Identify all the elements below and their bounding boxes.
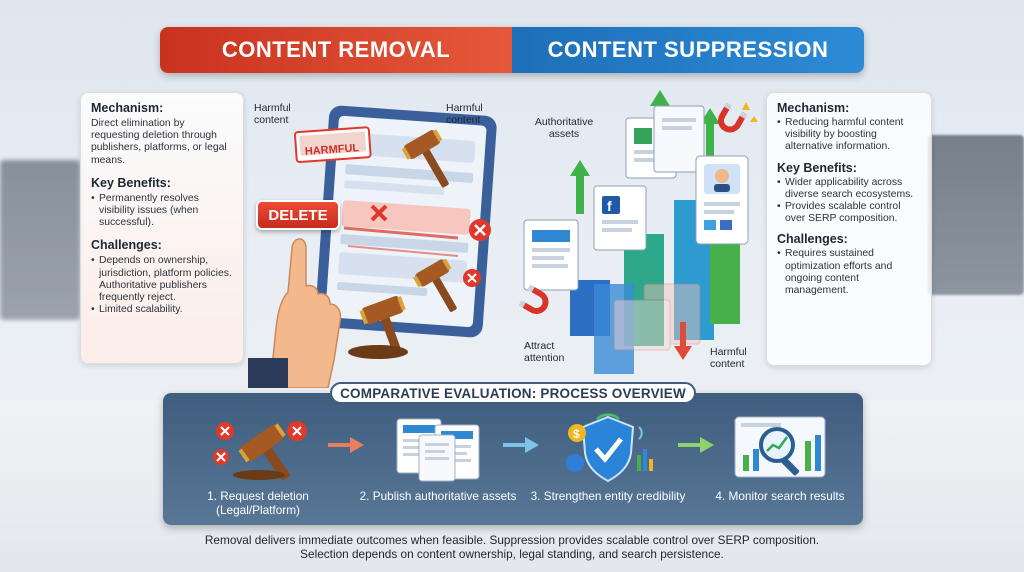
magnet-icon [718, 102, 748, 133]
suppression-benefits-heading: Key Benefits: [777, 160, 857, 175]
svg-text:$: $ [573, 427, 580, 441]
removal-label-harmful-2: Harmful content [446, 102, 483, 126]
list-item: Provides scalable control over SERP comp… [777, 201, 921, 225]
removal-panel: Mechanism: Direct elimination by request… [80, 92, 244, 364]
process-step-2-label: 2. Publish authoritative assets [359, 489, 517, 503]
pointing-hand-icon [248, 238, 342, 389]
process-step-3: $ 3. Strengthen entity credibility [523, 393, 693, 523]
header-suppression-title: CONTENT SUPPRESSION [547, 37, 829, 62]
gavel-icon [359, 296, 406, 357]
list-item: Wider applicability across diverse searc… [777, 177, 921, 201]
process-step-1: 1. Request deletion (Legal/Platform) [173, 393, 343, 523]
gavel-icon [413, 258, 457, 312]
suppression-challenges-heading: Challenges: [777, 232, 848, 247]
svg-text:f: f [607, 198, 612, 214]
gavel-icon [213, 421, 307, 481]
suppression-label-attract: Attract attention [524, 340, 565, 364]
arrow-right-icon [678, 437, 714, 453]
suppression-illustration: f [514, 84, 764, 384]
down-arrow-icon [674, 322, 692, 360]
header-removal-title: CONTENT REMOVAL [221, 37, 451, 62]
shield-check-icon: $ [566, 413, 653, 483]
caption-line-2: Selection depends on content ownership, … [300, 547, 724, 561]
process-step-1-label: 1. Request deletion (Legal/Platform) [207, 489, 309, 517]
removal-challenges-list: Depends on ownership, jurisdiction, plat… [91, 255, 233, 316]
x-mark-icon [370, 204, 388, 222]
removal-label-harmful-1: Harmful content [254, 102, 291, 126]
close-circle-icon [463, 269, 481, 287]
facebook-document-icon: f [593, 185, 647, 251]
documents-icon [396, 418, 480, 482]
removal-benefits-heading: Key Benefits: [91, 175, 171, 190]
list-item: Requires sustained optimization efforts … [777, 248, 921, 297]
header-removal: CONTENT REMOVAL [160, 27, 512, 73]
suppression-scene: f [518, 90, 758, 374]
removal-challenges-heading: Challenges: [91, 238, 162, 253]
suppression-panel: Mechanism: Reducing harmful content visi… [766, 92, 932, 366]
comparison-header: CONTENT REMOVAL CONTENT SUPPRESSION [160, 27, 864, 73]
magnet-icon [518, 284, 549, 314]
suppression-mechanism-list: Reducing harmful content visibility by b… [777, 117, 921, 154]
caption-line-1: Removal delivers immediate outcomes when… [204, 533, 820, 547]
list-item: Limited scalability. [91, 304, 233, 316]
delete-button[interactable]: DELETE [256, 200, 340, 230]
list-item: Reducing harmful content visibility by b… [777, 117, 921, 154]
suppression-benefits-list: Wider applicability across diverse searc… [777, 177, 921, 226]
removal-mechanism-text: Direct elimination by requesting deletio… [91, 118, 227, 166]
arrow-right-icon [328, 437, 364, 453]
background-monitor-right [928, 135, 1024, 295]
document-icon [523, 219, 579, 291]
document-icon [653, 105, 705, 173]
removal-mechanism-heading: Mechanism: [91, 101, 164, 115]
close-circle-icon [469, 219, 491, 241]
process-step-3-label: 3. Strengthen entity credibility [530, 489, 686, 503]
background-monitor-left [0, 160, 80, 320]
gavel-icon [401, 129, 449, 188]
close-circle-icon [287, 421, 307, 441]
close-circle-icon [213, 449, 229, 465]
process-step-2: 2. Publish authoritative assets [353, 393, 523, 523]
process-overview: 1. Request deletion (Legal/Platform) 2. … [163, 393, 863, 525]
removal-benefits-list: Permanently resolves visibility issues (… [91, 193, 233, 230]
removal-illustration: Harmful content Harmful content HARMFUL … [248, 88, 510, 389]
process-step-4-label: 4. Monitor search results [715, 489, 845, 503]
removal-scene [248, 105, 497, 389]
close-circle-icon [216, 422, 234, 440]
list-item: Permanently resolves visibility issues (… [91, 193, 233, 230]
arrow-right-icon [503, 437, 539, 453]
magnifier-chart-icon [734, 416, 826, 478]
process-title: COMPARATIVE EVALUATION: PROCESS OVERVIEW [330, 382, 696, 404]
process-step-4: 4. Monitor search results [695, 393, 865, 523]
suppression-challenges-list: Requires sustained optimization efforts … [777, 248, 921, 297]
profile-card-icon [695, 155, 749, 245]
list-item: Depends on ownership, jurisdiction, plat… [91, 255, 233, 304]
suppression-label-harmful: Harmful content [710, 346, 747, 370]
suppression-label-assets: Authoritative assets [534, 116, 594, 140]
header-suppression: CONTENT SUPPRESSION [512, 27, 864, 73]
suppression-mechanism-heading: Mechanism: [777, 101, 850, 115]
